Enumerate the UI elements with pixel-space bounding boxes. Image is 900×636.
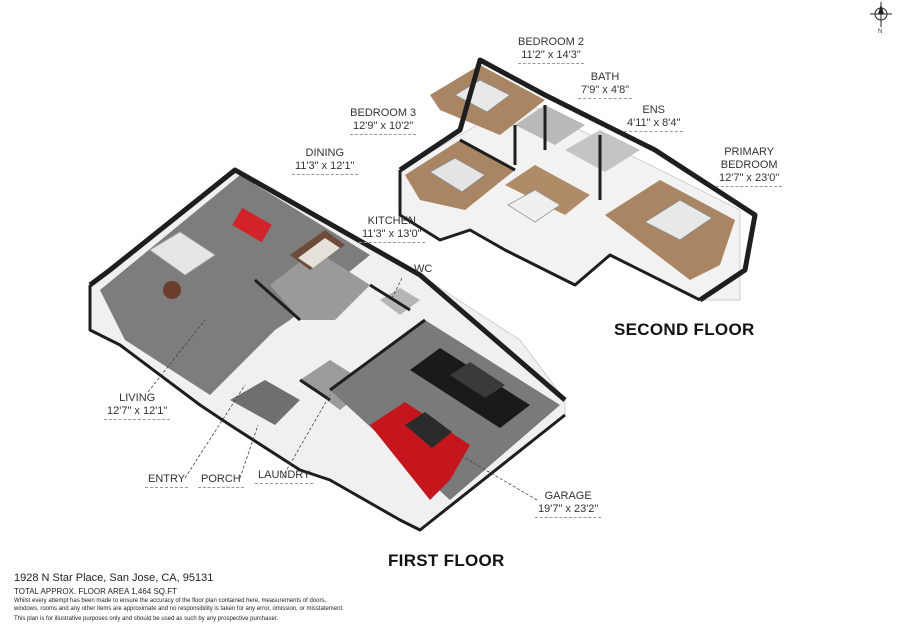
kitchen-dim: 11'3" x 13'0" [359,228,425,243]
garage-floor [330,320,560,500]
first-floor-plan [88,167,567,532]
living-dining-floor [100,175,370,395]
entry-name: ENTRY [145,473,189,488]
dining-name: DINING [305,147,345,159]
leader-lines [147,277,538,501]
bedroom3-dim: 12'9" x 10'2" [350,120,417,135]
ens-dim: 4'11" x 8'4" [624,117,684,132]
black-car [410,348,530,428]
compass-label: N [878,29,883,35]
bedroom3-name: BEDROOM 3 [350,107,417,119]
red-car [370,402,470,500]
primary-name-1: PRIMARY [724,146,775,158]
label-living: LIVING 12'7" x 12'1" [104,392,171,420]
primary-name-2: BEDROOM [720,159,778,171]
first-floor-title: FIRST FLOOR [388,551,505,570]
label-entry: ENTRY [145,473,189,488]
label-bedroom2: BEDROOM 2 11'2" x 14'3" [518,36,585,64]
bath-dim: 7'9" x 4'8" [578,84,633,99]
bath-floor [515,105,585,145]
label-kitchen: KITCHEN 11'3" x 13'0" [359,215,425,243]
label-dining: DINING 11'3" x 12'1" [292,147,358,175]
second-floor-title: SECOND FLOOR [614,320,755,339]
label-wc: WC [414,263,432,276]
label-bath: BATH 7'9" x 4'8" [578,71,633,99]
label-laundry: LAUNDRY [255,469,314,484]
wc-floor [380,288,420,315]
garage-dim: 19'7" x 23'2" [535,503,602,518]
ens-floor [565,130,640,172]
kitchen-floor [270,250,370,320]
ens-name: ENS [642,104,666,116]
compass-icon [870,2,892,27]
living-name: LIVING [119,392,156,404]
bath-name: BATH [590,71,620,83]
garage-name: GARAGE [544,490,592,502]
second-floor-plan [398,57,758,303]
wc-name: WC [414,263,433,275]
label-primary-bedroom: PRIMARY BEDROOM 12'7" x 23'0" [716,146,783,187]
bedroom2-name: BEDROOM 2 [518,36,585,48]
entry-floor [230,380,300,425]
porch-name: PORCH [198,473,244,488]
label-porch: PORCH [198,473,244,488]
label-bedroom3: BEDROOM 3 12'9" x 10'2" [350,107,417,135]
kitchen-name: KITCHEN [367,215,416,227]
label-ens: ENS 4'11" x 8'4" [624,104,684,132]
bedroom2-dim: 11'2" x 14'3" [518,49,585,64]
laundry-name: LAUNDRY [255,469,314,484]
footer-address: 1928 N Star Place, San Jose, CA, 95131 [14,572,214,584]
living-dim: 12'7" x 12'1" [104,405,171,420]
footer-area: TOTAL APPROX. FLOOR AREA 1,464 SQ.FT [14,587,178,596]
label-garage: GARAGE 19'7" x 23'2" [535,490,602,518]
primary-dim: 12'7" x 23'0" [716,172,783,187]
footer-disclaimer-2: windows, rooms and any other items are a… [14,606,344,612]
dining-dim: 11'3" x 12'1" [292,160,358,175]
footer-disclaimer-3: This plan is for illustrative purposes o… [14,616,279,622]
footer-disclaimer-1: Whilst every attempt has been made to en… [14,598,327,604]
